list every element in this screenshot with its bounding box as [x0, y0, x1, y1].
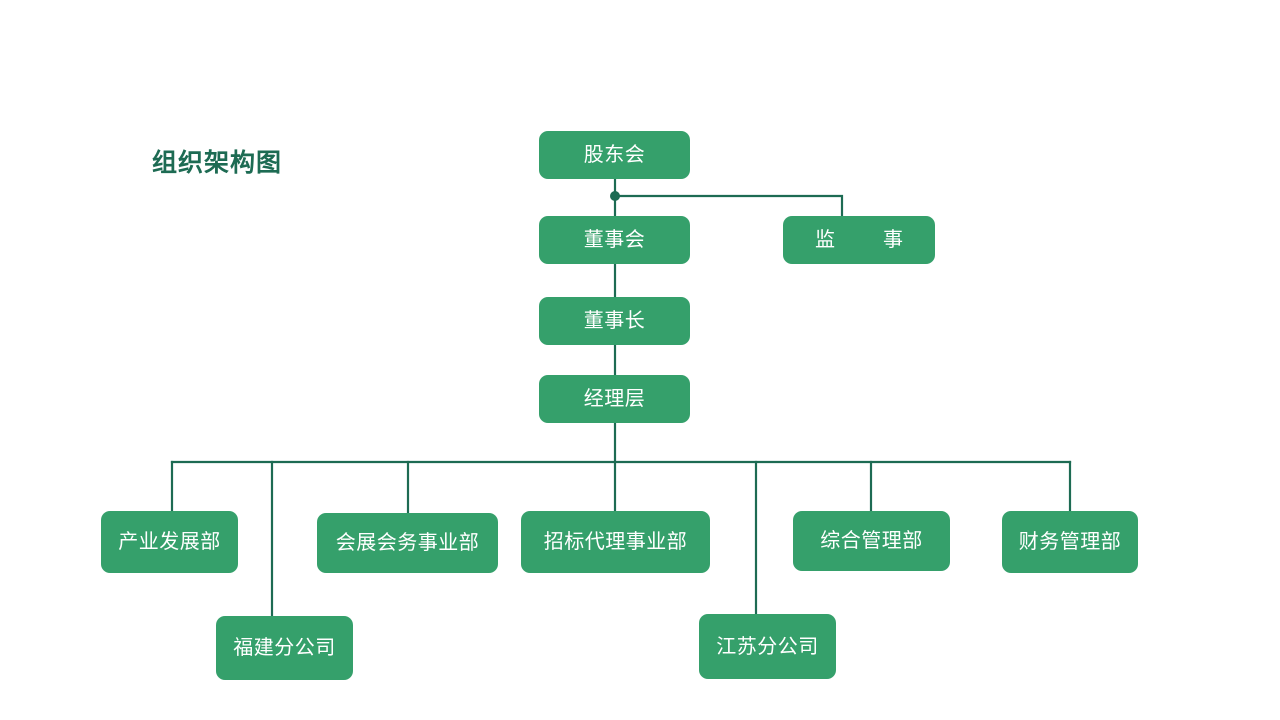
org-node-general-admin[interactable]: 综合管理部 [793, 511, 950, 571]
connector-line [613, 194, 844, 218]
org-node-industry-dev[interactable]: 产业发展部 [101, 511, 238, 573]
org-node-exhibition[interactable]: 会展会务事业部 [317, 513, 498, 573]
org-node-bidding-agency[interactable]: 招标代理事业部 [521, 511, 710, 573]
org-node-chairman[interactable]: 董事长 [539, 297, 690, 345]
org-node-supervisor[interactable]: 监 事 [783, 216, 935, 264]
org-node-fujian-branch[interactable]: 福建分公司 [216, 616, 353, 680]
org-node-finance[interactable]: 财务管理部 [1002, 511, 1138, 573]
org-node-shareholders[interactable]: 股东会 [539, 131, 690, 179]
org-node-board[interactable]: 董事会 [539, 216, 690, 264]
page-title: 组织架构图 [152, 149, 283, 177]
org-node-management[interactable]: 经理层 [539, 375, 690, 423]
junction-dot [610, 191, 620, 201]
org-node-jiangsu-branch[interactable]: 江苏分公司 [699, 614, 836, 679]
